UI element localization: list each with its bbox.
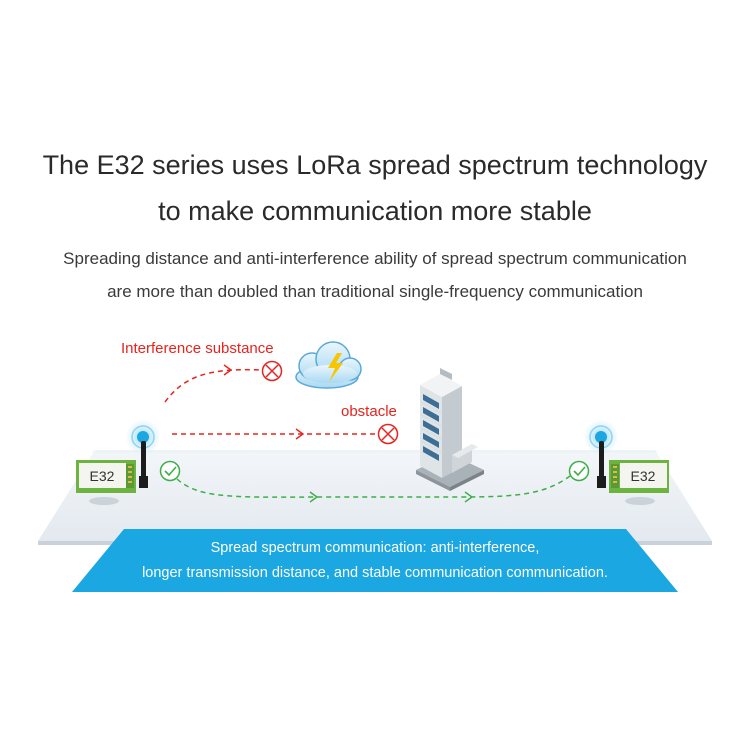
check-circle-icon <box>159 460 181 482</box>
info-banner: Spread spectrum communication: anti-inte… <box>72 529 678 592</box>
interference-label: Interference substance <box>121 340 274 357</box>
check-circle-icon <box>568 460 590 482</box>
storm-cloud-icon <box>295 341 362 389</box>
subheading-line-2: are more than doubled than traditional s… <box>107 282 643 301</box>
right-e32-module: E32 <box>583 419 669 505</box>
banner-line-2: longer transmission distance, and stable… <box>142 565 608 581</box>
blocked-x-icon <box>377 423 399 445</box>
interference-path: Interference substance <box>121 340 283 403</box>
left-e32-module: E32 <box>76 419 161 505</box>
banner-line-1: Spread spectrum communication: anti-inte… <box>211 540 540 556</box>
heading-line-2: to make communication more stable <box>158 196 592 226</box>
obstacle-path: obstacle <box>172 403 399 445</box>
subheading-line-1: Spreading distance and anti-interference… <box>63 249 687 268</box>
blocked-x-icon <box>261 360 283 382</box>
right-module-label: E32 <box>631 468 656 484</box>
heading-line-1: The E32 series uses LoRa spread spectrum… <box>42 150 708 180</box>
success-path <box>159 460 590 503</box>
obstacle-label: obstacle <box>341 403 397 420</box>
building-icon <box>416 368 484 491</box>
left-module-label: E32 <box>90 468 115 484</box>
